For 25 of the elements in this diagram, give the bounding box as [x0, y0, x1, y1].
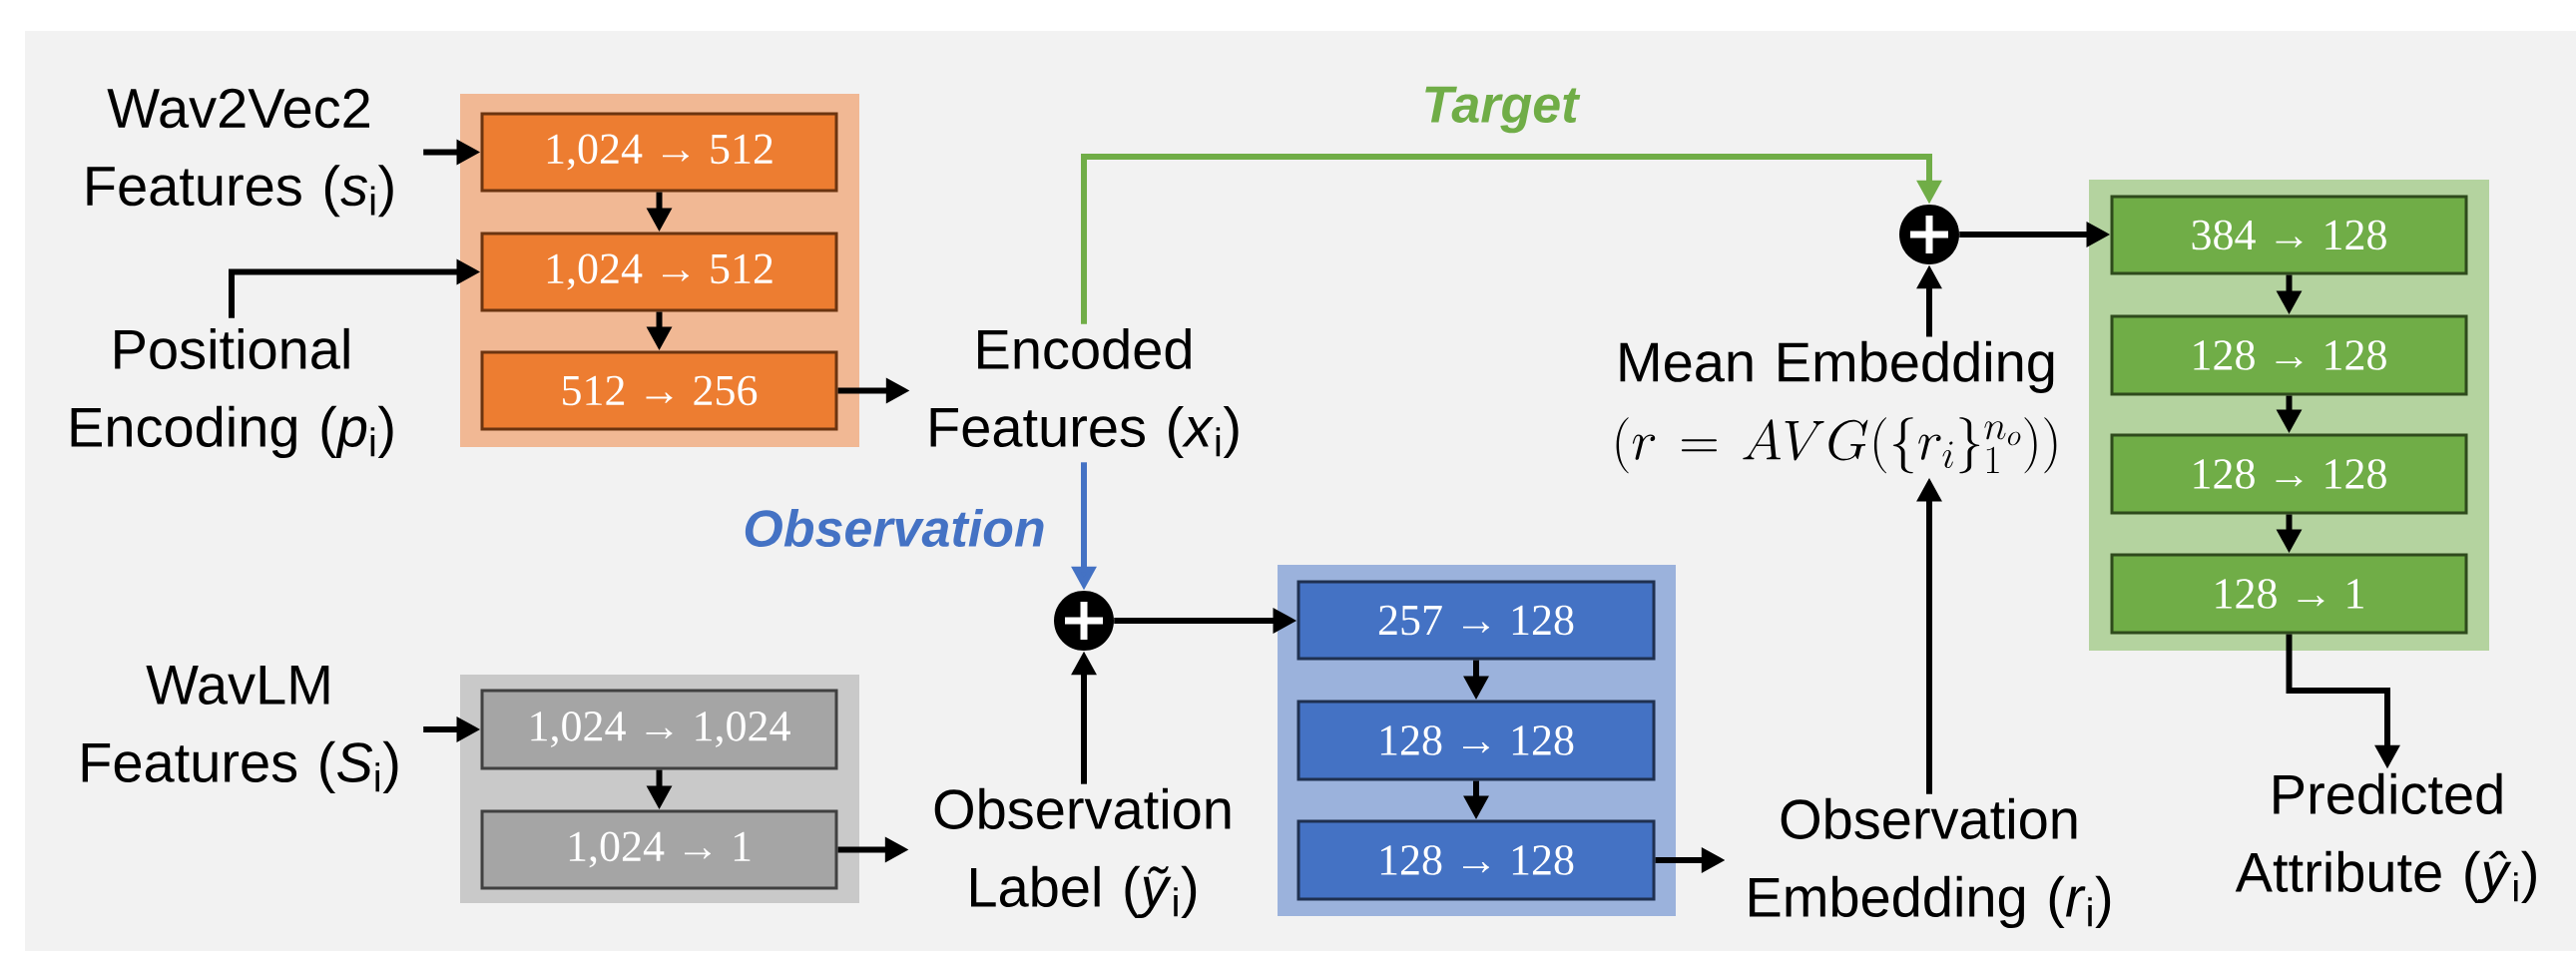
layer-box: 128 → 128	[2110, 433, 2468, 515]
layer-box: 128 → 128	[1296, 700, 1656, 781]
edge-label: Observation	[740, 505, 1049, 551]
text-label: Predicted Attribute (ŷ$_{i}$)	[2235, 772, 2536, 904]
layer-box: 1,024 → 512	[480, 112, 838, 193]
sum-circle	[1054, 591, 1114, 651]
layer-box: 257 → 128	[1296, 580, 1656, 661]
text-label: Wav2Vec2 Features (s$_{i}$)	[87, 88, 393, 218]
layer-box: 1,024 → 1,024	[480, 689, 838, 770]
edge-label: Target	[1418, 83, 1582, 137]
layer-box: 128 → 128	[2110, 314, 2468, 396]
text-label: Observation Label (ỹ$_{i}$)	[934, 787, 1231, 919]
layer-box: 1,024 → 1	[480, 809, 838, 890]
text-label: Encoded Features (x$_{i}$)	[930, 327, 1239, 459]
layer-box: 128 → 1	[2110, 553, 2468, 635]
sum-circle	[1899, 205, 1959, 264]
layer-box: 128 → 128	[1296, 819, 1656, 901]
text-label: Observation Embedding (r$_{i}$)	[1750, 797, 2111, 929]
layer-box: 384 → 128	[2110, 195, 2468, 275]
text-label: Positional Encoding (p$_{i}$)	[71, 327, 393, 459]
text-label: Mean Embedding $(r = AVG(\{r_i\}_1^{n_o}))$	[1616, 340, 2057, 474]
layer-box: 1,024 → 512	[480, 232, 838, 312]
arrow	[1081, 154, 1942, 324]
layer-box: 512 → 256	[480, 350, 838, 431]
text-label: WavLM Features (S$_{i}$)	[82, 665, 398, 794]
